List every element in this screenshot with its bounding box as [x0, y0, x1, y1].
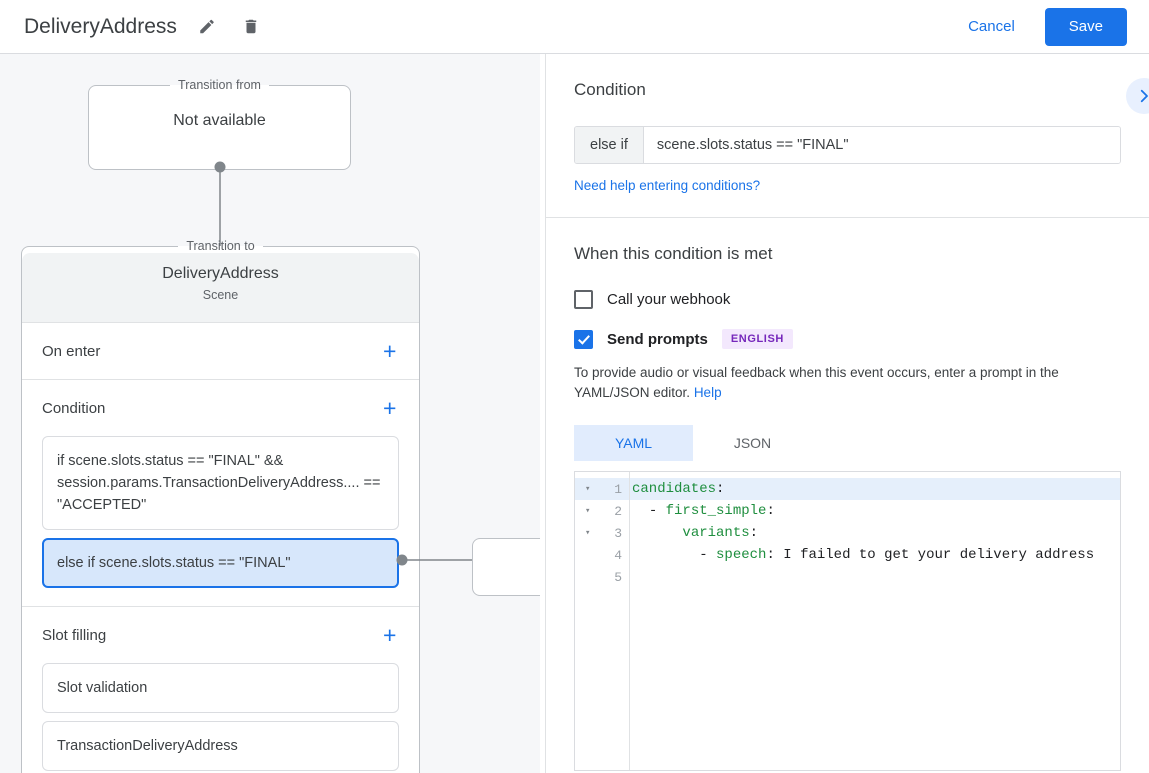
chevron-right-icon	[1140, 89, 1148, 103]
app-header: DeliveryAddress Cancel Save	[0, 0, 1149, 54]
send-prompts-label: Send prompts	[607, 330, 708, 348]
fold-toggle-icon[interactable]: ▾	[585, 528, 591, 538]
gutter-line: ▾1	[575, 478, 629, 500]
section-slot-filling-title: Slot filling	[42, 626, 107, 644]
condition-help-link[interactable]: Need help entering conditions?	[574, 178, 761, 193]
fold-toggle-icon[interactable]: ▾	[585, 506, 591, 516]
panel-when-met-section: When this condition is met Call your web…	[546, 218, 1149, 771]
line-number: 2	[614, 503, 622, 519]
call-webhook-label: Call your webhook	[607, 291, 731, 308]
gutter-line: ▾2	[575, 500, 629, 522]
delete-button[interactable]	[236, 12, 266, 42]
tab-json[interactable]: JSON	[693, 425, 812, 461]
call-webhook-checkbox[interactable]	[574, 290, 593, 309]
transition-to-legend: Transition to	[186, 239, 255, 253]
panel-condition-heading: Condition	[574, 80, 646, 99]
send-prompts-row: Send prompts ENGLISH	[574, 329, 1121, 349]
edit-name-button[interactable]	[192, 12, 222, 42]
add-condition-button[interactable]: +	[377, 397, 399, 420]
section-on-enter-header: On enter +	[42, 323, 399, 379]
save-button[interactable]: Save	[1044, 7, 1127, 46]
transition-from-legend: Transition from	[178, 78, 261, 92]
condition-prefix-label: else if	[575, 127, 644, 163]
line-number: 5	[614, 569, 622, 585]
pencil-icon	[200, 19, 214, 34]
line-number: 1	[614, 481, 622, 497]
prompts-helper-text: To provide audio or visual feedback when…	[574, 363, 1121, 403]
condition-item[interactable]: if scene.slots.status == "FINAL" && sess…	[42, 436, 399, 530]
editor-code-area[interactable]: candidates: - first_simple: variants: - …	[630, 472, 1120, 770]
condition-item-selected[interactable]: else if scene.slots.status == "FINAL"	[42, 538, 399, 588]
editor-tabs: YAML JSON	[574, 425, 1121, 461]
tab-yaml[interactable]: YAML	[574, 425, 693, 461]
scene-header[interactable]: DeliveryAddress Scene	[22, 253, 419, 323]
add-on-enter-button[interactable]: +	[377, 340, 399, 363]
when-met-heading: When this condition is met	[574, 244, 773, 263]
target-node-stub[interactable]	[472, 538, 540, 596]
section-condition: Condition + if scene.slots.status == "FI…	[22, 380, 419, 607]
add-slot-filling-button[interactable]: +	[377, 624, 399, 647]
graph-canvas: Transition from Not available Transition…	[0, 54, 540, 773]
scene-name: DeliveryAddress	[162, 265, 279, 282]
code-line[interactable]: candidates:	[630, 478, 1120, 500]
section-condition-header: Condition +	[42, 380, 399, 436]
scene-type: Scene	[202, 288, 239, 302]
line-number: 3	[614, 525, 622, 541]
line-number: 4	[614, 547, 622, 563]
webhook-row: Call your webhook	[574, 290, 1121, 309]
cancel-button[interactable]: Cancel	[954, 9, 1029, 44]
section-slot-filling-header: Slot filling +	[42, 607, 399, 663]
gutter-line: 5	[575, 566, 629, 588]
transition-from-value: Not available	[173, 112, 266, 129]
slot-filling-item[interactable]: Slot validation	[42, 663, 399, 713]
fold-toggle-icon[interactable]: ▾	[585, 484, 591, 494]
gutter-line: ▾3	[575, 522, 629, 544]
condition-expression-input[interactable]: scene.slots.status == "FINAL"	[643, 127, 1120, 163]
section-on-enter: On enter +	[22, 323, 419, 380]
section-condition-title: Condition	[42, 399, 106, 417]
code-line[interactable]: - first_simple:	[648, 503, 775, 519]
code-line[interactable]	[630, 566, 1120, 588]
slot-filling-item[interactable]: TransactionDeliveryAddress	[42, 721, 399, 771]
condition-input-row[interactable]: else if scene.slots.status == "FINAL"	[574, 126, 1121, 164]
language-badge: ENGLISH	[721, 329, 793, 349]
transition-from-node[interactable]: Transition from Not available	[88, 78, 351, 170]
page-title: DeliveryAddress	[24, 14, 177, 38]
prompts-helper-sentence: To provide audio or visual feedback when…	[574, 365, 1059, 400]
panel-collapse-button[interactable]	[1126, 78, 1149, 114]
send-prompts-checkbox[interactable]	[574, 329, 593, 349]
code-line[interactable]: - speech: I failed to get your delivery …	[699, 547, 1095, 563]
details-panel: Condition else if scene.slots.status == …	[545, 54, 1149, 773]
panel-condition-section: Condition else if scene.slots.status == …	[546, 54, 1149, 218]
gutter-line: 4	[575, 544, 629, 566]
code-line[interactable]: variants:	[682, 525, 759, 541]
section-on-enter-title: On enter	[42, 342, 101, 360]
transition-to-node: Transition to DeliveryAddress Scene On e…	[21, 239, 420, 773]
prompts-help-link[interactable]: Help	[693, 385, 722, 400]
section-slot-filling: Slot filling + Slot validation Transacti…	[22, 607, 419, 773]
trash-icon	[245, 19, 257, 34]
